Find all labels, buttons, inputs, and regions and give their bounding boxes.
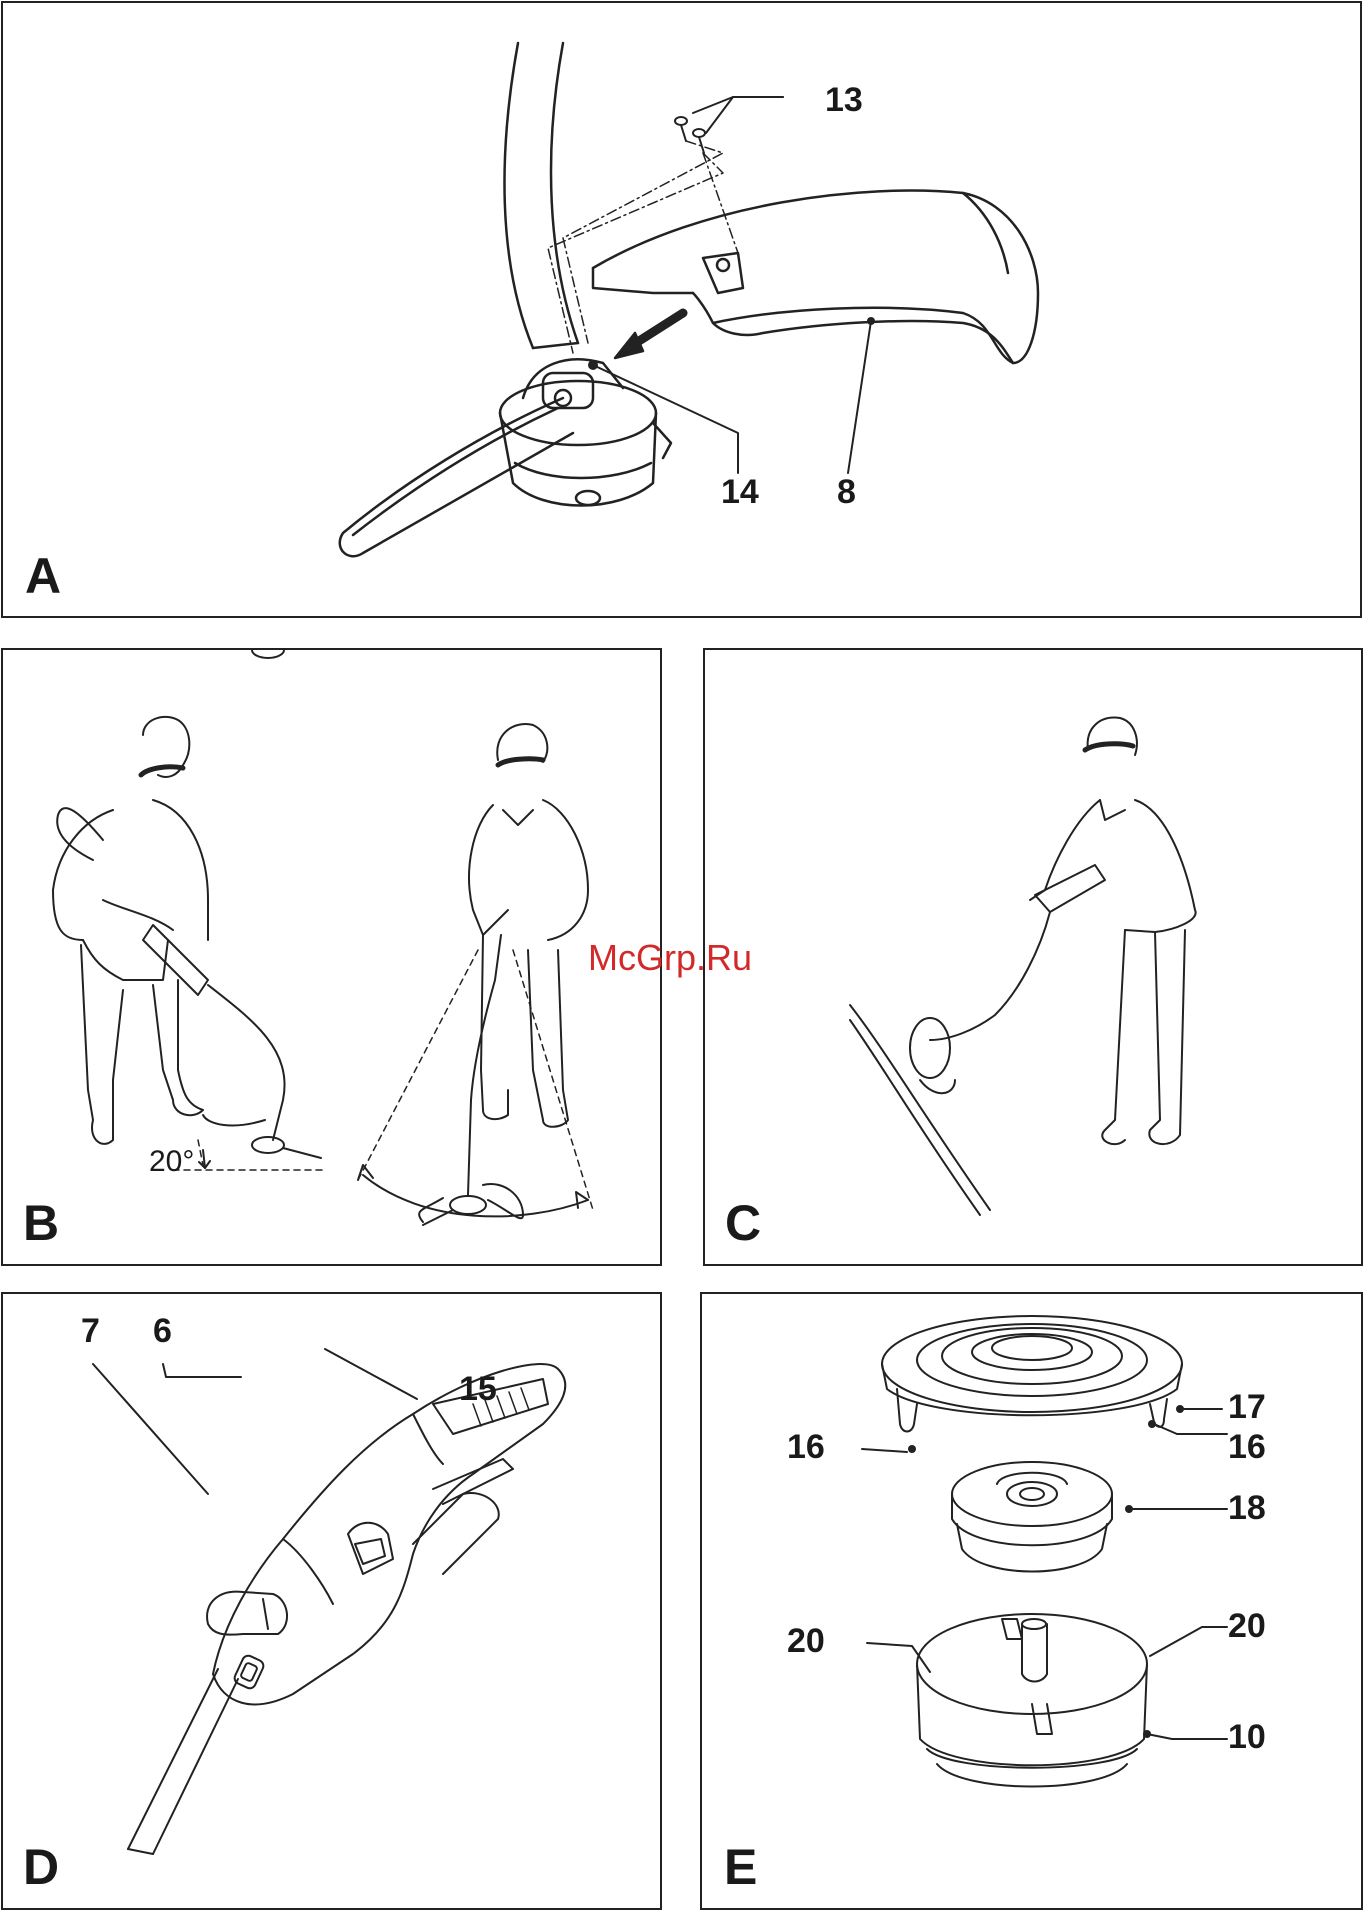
- label-switch: 6: [153, 1314, 172, 1348]
- label-spool: 18: [1228, 1491, 1266, 1525]
- panel-letter-c: C: [725, 1198, 761, 1248]
- label-clip-right: 16: [1228, 1430, 1266, 1464]
- panel-letter-d: D: [23, 1842, 59, 1892]
- panel-letter-a: A: [25, 551, 61, 601]
- label-guard: 8: [837, 475, 856, 509]
- handle-and-switch-illustration: [3, 1294, 662, 1910]
- panel-a: 13 14 8 A: [1, 1, 1362, 618]
- label-handle: 15: [459, 1372, 497, 1406]
- spool-assembly-illustration: [702, 1294, 1363, 1910]
- panel-d: 7 6 15 D: [1, 1292, 662, 1910]
- panel-b: 20° B: [1, 648, 662, 1266]
- panel-e: 17 16 16 18 20 20 10 E: [700, 1292, 1363, 1910]
- label-housing: 10: [1228, 1720, 1266, 1754]
- panel-letter-b: B: [23, 1198, 59, 1248]
- panel-letter-e: E: [724, 1842, 757, 1892]
- label-screws: 13: [825, 83, 863, 117]
- label-cover: 17: [1228, 1390, 1266, 1424]
- label-slot-right: 20: [1228, 1609, 1266, 1643]
- label-slot-left: 20: [787, 1624, 825, 1658]
- guard-assembly-illustration: [3, 3, 1362, 618]
- edging-posture-illustration: [705, 650, 1363, 1266]
- label-tube: 7: [81, 1314, 100, 1348]
- label-clip-left: 16: [787, 1430, 825, 1464]
- tilt-angle-label: 20°: [149, 1147, 194, 1177]
- watermark: McGrp.Ru: [588, 937, 752, 979]
- trimming-posture-illustration: [3, 650, 662, 1266]
- panel-c: C: [703, 648, 1363, 1266]
- label-mount: 14: [721, 475, 759, 509]
